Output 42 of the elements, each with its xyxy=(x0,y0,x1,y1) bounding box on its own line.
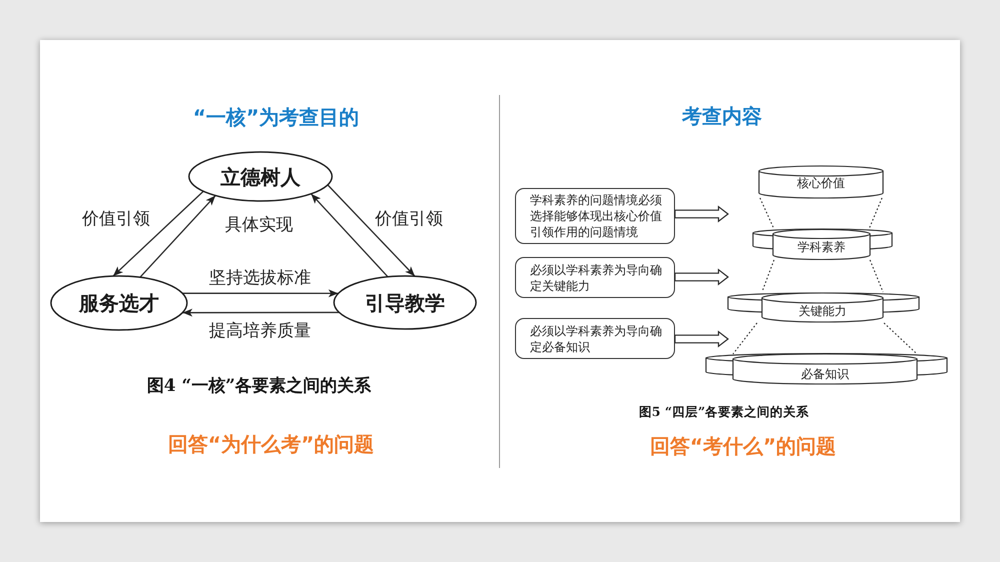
ellipse-node xyxy=(188,151,333,202)
figure-caption: 图5 “四层”各要素之间的关系 xyxy=(638,404,810,420)
ellipse-node xyxy=(50,275,188,331)
rounded-note xyxy=(515,188,675,244)
node-label: 引导教学 xyxy=(365,290,445,314)
cylinder-layer xyxy=(727,292,920,324)
node-label: 服务选才 xyxy=(79,291,159,315)
layer-label: 核心价值 xyxy=(797,175,845,191)
relation-label: 具体实现 xyxy=(224,214,294,236)
dotted-line xyxy=(870,260,884,292)
arrow xyxy=(182,289,338,298)
figure-caption: 图4 “一核”各要素之间的关系 xyxy=(146,375,372,398)
arrow xyxy=(310,193,388,278)
rounded-note xyxy=(515,257,675,298)
ellipse-node xyxy=(333,275,477,330)
dotted-line xyxy=(760,198,774,230)
section-title: “一核”为考查目的 xyxy=(192,104,360,130)
cylinder-layer xyxy=(758,165,884,199)
dotted-line xyxy=(884,322,918,354)
cylinder-layer xyxy=(752,228,893,261)
block-arrow xyxy=(674,205,729,223)
summary-heading: 回答“为什么考”的问题 xyxy=(166,431,376,457)
rounded-note xyxy=(515,318,675,359)
summary-heading: 回答“考什么”的问题 xyxy=(648,433,838,459)
section-title: 考查内容 xyxy=(680,103,763,129)
arrow xyxy=(140,195,216,278)
node-label: 立德树人 xyxy=(220,164,300,188)
dotted-line xyxy=(732,322,758,354)
layer-label: 必备知识 xyxy=(801,366,849,382)
dotted-line xyxy=(761,260,775,292)
note-text: 必须以学科素养为导向确定必备知识 xyxy=(530,322,663,354)
arrow xyxy=(182,308,340,317)
layer-label: 关键能力 xyxy=(798,303,846,319)
dotted-line xyxy=(868,198,882,230)
note-text: 学科素养的问题情境必须选择能够体现出核心价值引领作用的问题情境 xyxy=(530,192,663,240)
arrow xyxy=(112,190,204,277)
note-text: 必须以学科素养为导向确定关键能力 xyxy=(530,262,663,294)
cylinder-layer xyxy=(705,353,948,386)
arrow xyxy=(327,184,416,277)
block-arrow xyxy=(674,330,729,348)
layer-label: 学科素养 xyxy=(798,239,846,255)
block-arrow xyxy=(674,268,729,286)
